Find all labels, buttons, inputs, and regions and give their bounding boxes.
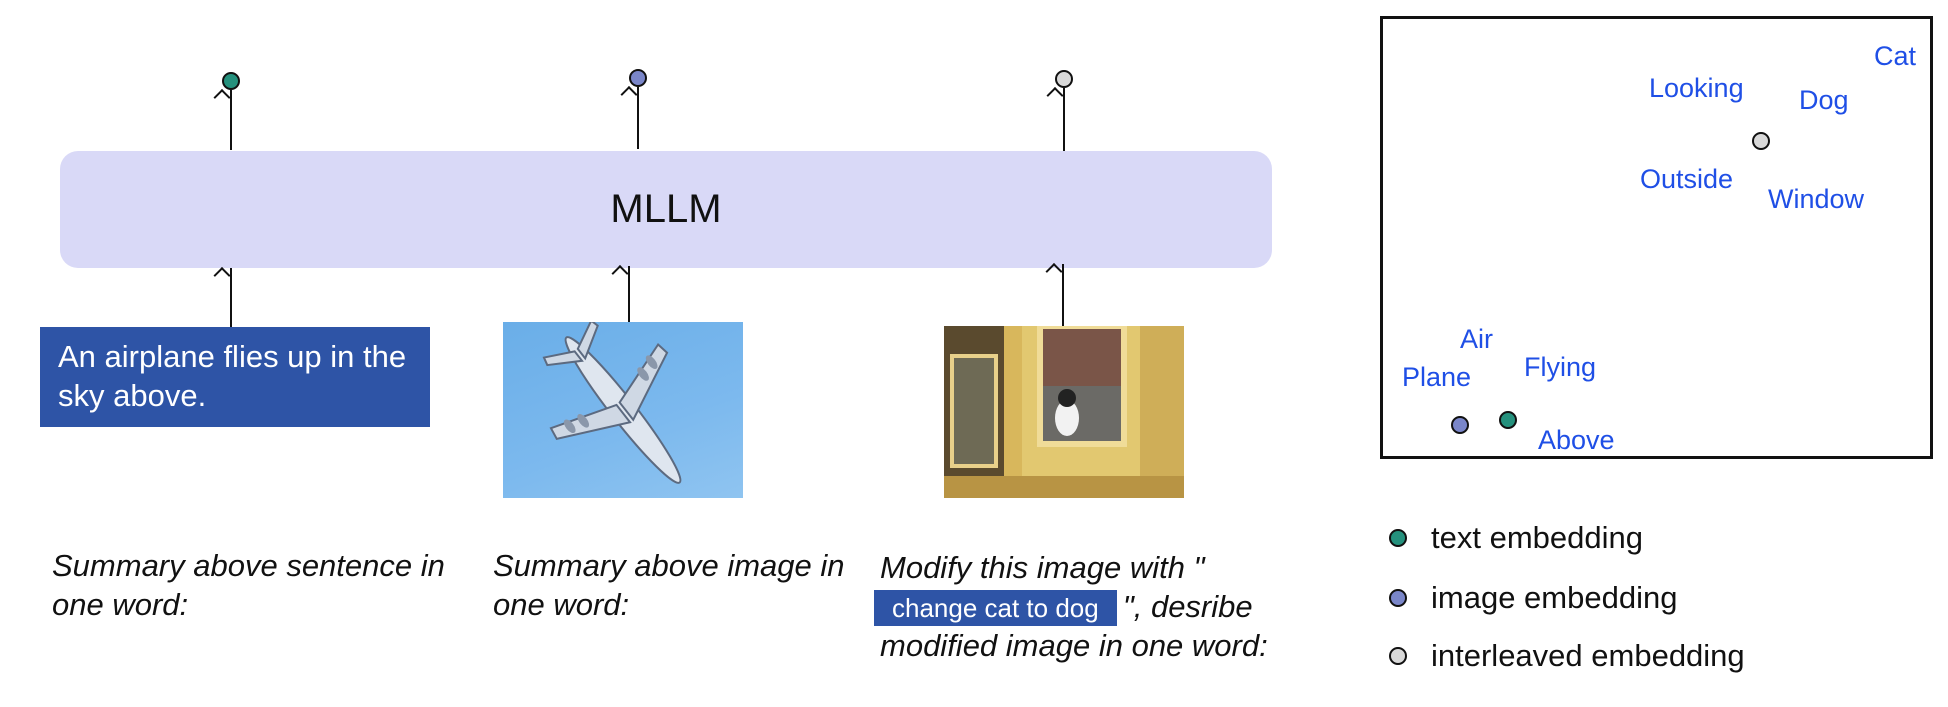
caption-text-prompt: Summary above sentence in one word:: [52, 548, 445, 622]
cat-window-picture: [944, 326, 1184, 498]
interleaved-embedding-output-dot: [1055, 70, 1073, 88]
arrow-text-output: [230, 90, 232, 150]
legend-interleaved-embedding: interleaved embedding: [1389, 638, 1745, 674]
legend-image-embedding: image embedding: [1389, 580, 1677, 616]
edit-instruction-chip: change cat to dog: [874, 590, 1117, 626]
caption-image-prompt: Summary above image in one word:: [493, 548, 845, 622]
word-flying: Flying: [1524, 352, 1597, 382]
legend-text-dot: [1389, 529, 1407, 547]
legend-image-label: image embedding: [1431, 580, 1678, 615]
arrow-edit-input: [1062, 264, 1064, 326]
mllm-block: MLLM: [60, 151, 1272, 268]
input-text-box: An airplane flies up in the sky above.: [40, 327, 430, 427]
caption-edit-suffix: ", desribe modified image in one word:: [880, 589, 1268, 663]
image-embedding-point: [1451, 416, 1469, 434]
cat-window-image: [944, 326, 1184, 498]
airplane-image: [503, 322, 743, 498]
legend-interleaved-label: interleaved embedding: [1431, 638, 1745, 673]
word-dog: Dog: [1799, 85, 1849, 115]
interleaved-embedding-point: [1752, 132, 1770, 150]
word-window: Window: [1768, 184, 1865, 214]
legend-text-embedding: text embedding: [1389, 520, 1643, 556]
word-air: Air: [1460, 324, 1493, 354]
text-embedding-output-dot: [222, 72, 240, 90]
image-embedding-output-dot: [629, 69, 647, 87]
arrow-image-output: [637, 87, 639, 149]
arrow-text-input: [230, 268, 232, 328]
airplane-icon: [542, 322, 682, 484]
embedding-space-panel: Cat Looking Dog Outside Window Air Plane…: [1380, 16, 1933, 459]
arrow-interleaved-output: [1063, 88, 1065, 154]
word-plane: Plane: [1402, 362, 1472, 392]
word-cat: Cat: [1874, 41, 1917, 71]
text-embedding-point: [1499, 411, 1517, 429]
word-outside: Outside: [1640, 164, 1734, 194]
word-above: Above: [1538, 425, 1615, 455]
word-looking: Looking: [1649, 73, 1744, 103]
legend-text-label: text embedding: [1431, 520, 1643, 555]
arrow-image-input: [628, 266, 630, 323]
caption-edit-prompt: Modify this image with " change cat to d…: [874, 548, 1320, 665]
caption-edit-prefix: Modify this image with ": [880, 550, 1205, 585]
legend-interleaved-dot: [1389, 647, 1407, 665]
mllm-label: MLLM: [610, 187, 722, 231]
legend-image-dot: [1389, 589, 1407, 607]
